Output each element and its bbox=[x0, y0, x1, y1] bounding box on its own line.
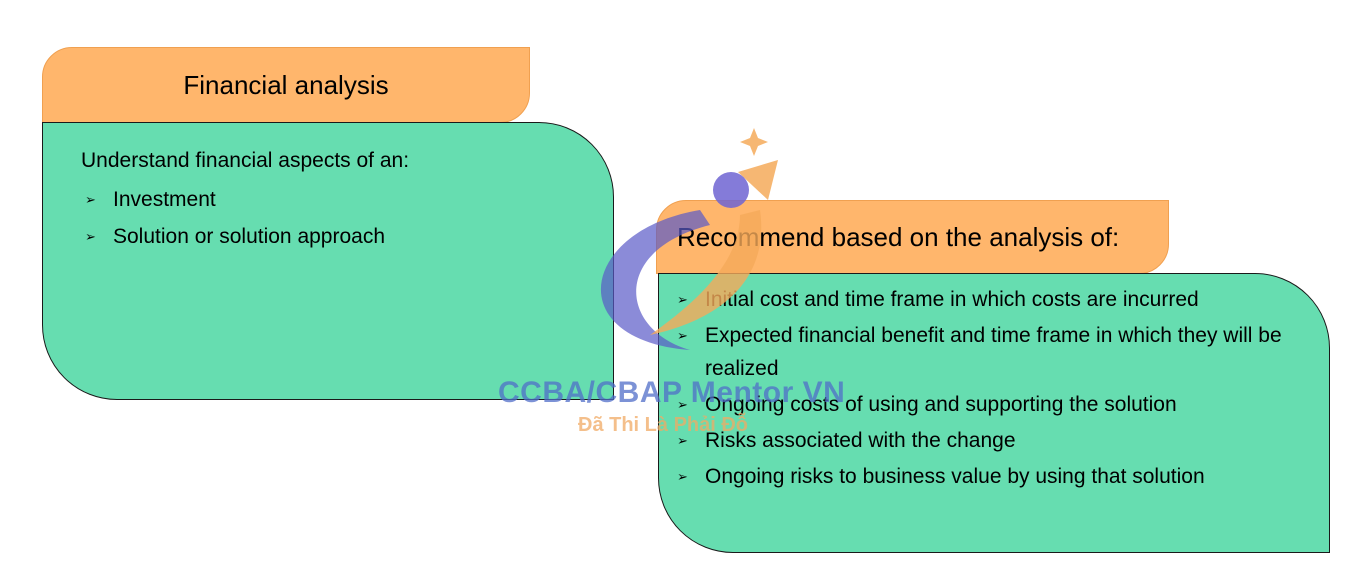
financial-analysis-intro: Understand financial aspects of an: bbox=[81, 149, 410, 172]
recommend-list: ➢ Initial cost and time frame in which co… bbox=[677, 283, 1315, 496]
arrow-bullet-icon: ➢ bbox=[85, 192, 96, 207]
list-item: ➢ Risks associated with the change bbox=[677, 424, 1315, 457]
list-item-text: Investment bbox=[113, 188, 216, 211]
arrow-bullet-icon: ➢ bbox=[677, 397, 688, 412]
list-item: ➢ Investment bbox=[85, 183, 583, 216]
recommend-title: Recommend based on the analysis of: bbox=[677, 221, 1120, 252]
list-item: ➢ Expected financial benefit and time fra… bbox=[677, 319, 1315, 385]
list-item-text: Ongoing risks to business value by using… bbox=[705, 465, 1205, 488]
financial-aspects-list: ➢ Investment ➢ Solution or solution approa… bbox=[85, 183, 583, 257]
list-item: ➢ Ongoing costs of using and supporting t… bbox=[677, 388, 1315, 421]
list-item: ➢ Initial cost and time frame in which co… bbox=[677, 283, 1315, 316]
list-item-text: Solution or solution approach bbox=[113, 225, 386, 248]
list-item-text: Expected financial benefit and time fram… bbox=[705, 324, 1282, 380]
recommend-header: Recommend based on the analysis of: bbox=[656, 200, 1169, 274]
recommend-panel: ➢ Initial cost and time frame in which co… bbox=[658, 273, 1330, 553]
financial-analysis-title: Financial analysis bbox=[183, 69, 389, 100]
arrow-bullet-icon: ➢ bbox=[677, 433, 688, 448]
list-item-text: Risks associated with the change bbox=[705, 429, 1016, 452]
arrow-bullet-icon: ➢ bbox=[677, 469, 688, 484]
list-item-text: Initial cost and time frame in which cos… bbox=[705, 288, 1199, 311]
arrow-bullet-icon: ➢ bbox=[677, 292, 688, 307]
arrow-bullet-icon: ➢ bbox=[85, 229, 96, 244]
list-item: ➢ Solution or solution approach bbox=[85, 220, 583, 253]
arrow-bullet-icon: ➢ bbox=[677, 328, 688, 343]
financial-analysis-panel: Understand financial aspects of an: ➢ Inv… bbox=[42, 122, 614, 400]
list-item-text: Ongoing costs of using and supporting th… bbox=[705, 393, 1177, 416]
financial-analysis-header: Financial analysis bbox=[42, 47, 530, 123]
list-item: ➢ Ongoing risks to business value by usin… bbox=[677, 460, 1315, 493]
